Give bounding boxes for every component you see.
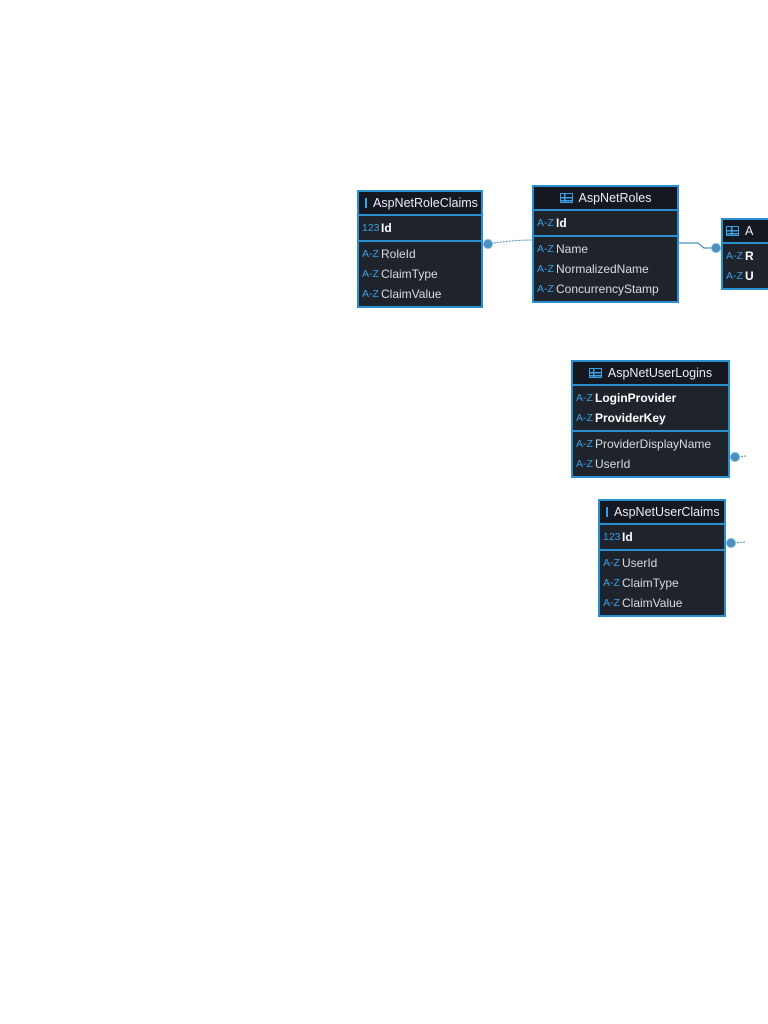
table-icon <box>726 226 739 236</box>
string-type-icon: A-Z <box>362 288 379 300</box>
column-name: ClaimValue <box>622 596 683 610</box>
relationship-endpoint-dot[interactable] <box>726 538 736 548</box>
table-title: AspNetUserLogins <box>607 366 713 380</box>
table-icon <box>365 198 367 208</box>
table-partial-offscreen[interactable]: A A-Z R A-Z U <box>721 218 768 290</box>
table-title: AspNetUserClaims <box>614 505 720 519</box>
column-name: ClaimType <box>622 576 679 590</box>
column-row[interactable]: A-Z ClaimType <box>359 264 481 284</box>
field-section: A-Z UserId A-Z ClaimType A-Z ClaimValue <box>600 551 724 615</box>
column-name: Name <box>556 242 589 256</box>
relationship-endpoint-dot[interactable] <box>483 239 493 249</box>
column-name: ClaimValue <box>381 287 442 301</box>
field-section: A-Z ProviderDisplayName A-Z UserId <box>573 432 728 476</box>
column-row[interactable]: A-Z ConcurrencyStamp <box>534 279 677 299</box>
column-name: LoginProvider <box>595 391 677 405</box>
string-type-icon: A-Z <box>576 412 593 424</box>
string-type-icon: A-Z <box>576 458 593 470</box>
key-section: 123 Id <box>359 216 481 242</box>
key-section: A-Z R A-Z U <box>723 244 768 288</box>
column-name: NormalizedName <box>556 262 649 276</box>
string-type-icon: A-Z <box>726 270 743 282</box>
column-row[interactable]: 123 Id <box>359 218 481 238</box>
table-header[interactable]: AspNetRoles <box>534 187 677 211</box>
table-aspnetuserclaims[interactable]: AspNetUserClaims 123 Id A-Z UserId A-Z C… <box>598 499 726 617</box>
column-name: ClaimType <box>381 267 438 281</box>
string-type-icon: A-Z <box>537 243 554 255</box>
column-name: ProviderKey <box>595 411 666 425</box>
table-title: AspNetRoleClaims <box>373 196 478 210</box>
table-aspnetroles[interactable]: AspNetRoles A-Z Id A-Z Name A-Z Normaliz… <box>532 185 679 303</box>
column-row[interactable]: A-Z LoginProvider <box>573 388 728 408</box>
column-row[interactable]: A-Z ClaimValue <box>600 593 724 613</box>
column-name: RoleId <box>381 247 416 261</box>
string-type-icon: A-Z <box>576 392 593 404</box>
table-title: A <box>745 224 754 238</box>
key-section: A-Z LoginProvider A-Z ProviderKey <box>573 386 728 432</box>
column-row[interactable]: A-Z ClaimValue <box>359 284 481 304</box>
link-userclaims-users <box>730 541 747 544</box>
table-title: AspNetRoles <box>578 191 652 205</box>
table-aspnetroleclaims[interactable]: AspNetRoleClaims 123 Id A-Z RoleId A-Z C… <box>357 190 483 308</box>
column-row[interactable]: A-Z ProviderDisplayName <box>573 434 728 454</box>
string-type-icon: A-Z <box>362 268 379 280</box>
string-type-icon: A-Z <box>603 557 620 569</box>
field-section: A-Z Name A-Z NormalizedName A-Z Concurre… <box>534 237 677 301</box>
string-type-icon: A-Z <box>726 250 743 262</box>
link-roles-userroles <box>679 242 716 249</box>
link-roleclaims-roles <box>487 239 533 245</box>
field-section: A-Z RoleId A-Z ClaimType A-Z ClaimValue <box>359 242 481 306</box>
column-name: R <box>745 249 754 263</box>
column-row[interactable]: A-Z ProviderKey <box>573 408 728 428</box>
key-section: 123 Id <box>600 525 724 551</box>
column-row[interactable]: A-Z U <box>723 266 768 286</box>
key-section: A-Z Id <box>534 211 677 237</box>
numeric-type-icon: 123 <box>603 531 621 543</box>
table-header[interactable]: AspNetUserClaims <box>600 501 724 525</box>
table-icon <box>588 368 602 378</box>
column-name: UserId <box>595 457 631 471</box>
numeric-type-icon: 123 <box>362 222 380 234</box>
string-type-icon: A-Z <box>537 217 554 229</box>
column-row[interactable]: A-Z UserId <box>573 454 728 474</box>
relationship-endpoint-dot[interactable] <box>711 243 721 253</box>
column-name: Id <box>381 221 392 235</box>
column-row[interactable]: A-Z Id <box>534 213 677 233</box>
table-header[interactable]: A <box>723 220 768 244</box>
column-name: UserId <box>622 556 658 570</box>
table-header[interactable]: AspNetRoleClaims <box>359 192 481 216</box>
column-name: U <box>745 269 754 283</box>
column-row[interactable]: A-Z RoleId <box>359 244 481 264</box>
column-name: ProviderDisplayName <box>595 437 712 451</box>
table-header[interactable]: AspNetUserLogins <box>573 362 728 386</box>
column-row[interactable]: A-Z Name <box>534 239 677 259</box>
table-icon <box>606 507 608 517</box>
column-name: ConcurrencyStamp <box>556 282 659 296</box>
column-row[interactable]: A-Z R <box>723 246 768 266</box>
string-type-icon: A-Z <box>576 438 593 450</box>
column-row[interactable]: A-Z NormalizedName <box>534 259 677 279</box>
string-type-icon: A-Z <box>603 577 620 589</box>
column-row[interactable]: 123 Id <box>600 527 724 547</box>
column-name: Id <box>556 216 567 230</box>
table-icon <box>559 193 573 203</box>
column-name: Id <box>622 530 633 544</box>
column-row[interactable]: A-Z UserId <box>600 553 724 573</box>
string-type-icon: A-Z <box>537 283 554 295</box>
column-row[interactable]: A-Z ClaimType <box>600 573 724 593</box>
string-type-icon: A-Z <box>537 263 554 275</box>
relationship-endpoint-dot[interactable] <box>730 452 740 462</box>
table-aspnetuserlogins[interactable]: AspNetUserLogins A-Z LoginProvider A-Z P… <box>571 360 730 478</box>
string-type-icon: A-Z <box>603 597 620 609</box>
string-type-icon: A-Z <box>362 248 379 260</box>
